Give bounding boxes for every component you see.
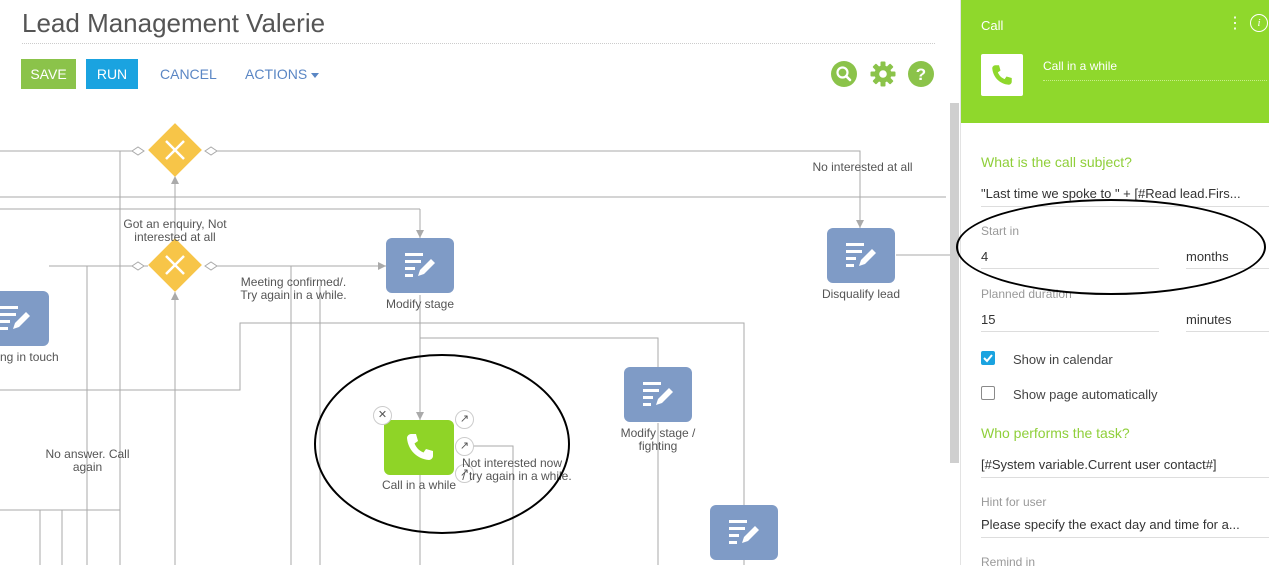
phone-icon [992,65,1012,85]
task-node-call-in-a-while[interactable] [384,420,454,475]
edit-page-icon [405,253,435,277]
field-underline [981,331,1159,332]
gear-icon[interactable] [870,61,896,87]
element-name-underline [1043,80,1267,81]
flow-label-no-interested: No interested at all [812,160,913,174]
show-in-calendar-label: Show in calendar [1013,352,1113,367]
planned-duration-label: Planned duration [981,287,1072,301]
flow-label-try-again-2: / try again in a while. [462,469,572,483]
field-underline [1186,331,1269,332]
field-underline [981,268,1159,269]
show-page-automatically-label: Show page automatically [1013,387,1158,402]
close-icon [165,140,185,160]
diagram-connectors [0,146,960,565]
hint-for-user-label: Hint for user [981,495,1047,509]
help-icon[interactable]: ? [908,61,934,87]
edit-page-icon [0,306,30,330]
cancel-button[interactable]: CANCEL [160,66,217,82]
phone-icon [407,434,433,460]
search-icon[interactable] [831,61,857,87]
task-node-keep-in-touch[interactable] [0,291,49,346]
performer-field[interactable]: [#System variable.Current user contact#] [981,457,1217,472]
close-icon [165,255,185,275]
actions-label: ACTIONS [245,66,308,82]
call-subject-heading: What is the call subject? [981,154,1132,170]
exclusive-gateway-bottom[interactable] [148,238,202,292]
more-options-icon[interactable]: ⋮ [1227,15,1243,32]
task-node-modify-stage-fighting[interactable] [624,367,692,422]
title-divider [22,43,935,44]
field-underline [981,477,1269,478]
run-button[interactable]: RUN [86,59,138,89]
element-type-icon [981,54,1023,96]
panel-title: Call [981,18,1004,33]
checkmark-icon [983,354,993,363]
who-performs-heading: Who performs the task? [981,425,1130,441]
svg-text:?: ? [916,65,926,84]
start-in-field[interactable]: 4 [981,249,989,264]
page-title: Lead Management Valerie [22,8,326,38]
flow-label-meeting-confirmed: Meeting confirmed/. [240,275,347,289]
call-subject-field[interactable]: "Last time we spoke to " + [#Read lead.F… [981,186,1241,201]
edit-page-icon [729,520,759,544]
panel-header: Call ⋮ i Call in a while [961,0,1269,123]
field-underline [981,206,1269,207]
node-label-modify-stage: Modify stage [385,297,455,311]
edit-page-icon [846,243,876,267]
field-underline [981,537,1269,538]
node-label-call-in-a-while: Call in a while [381,478,457,492]
delete-element-icon[interactable]: ✕ [373,406,392,425]
node-label-keep-in-touch: ng in touch [0,350,59,364]
connect-arrow-icon[interactable]: ↗ [455,410,474,429]
hint-for-user-field[interactable]: Please specify the exact day and time fo… [981,517,1240,532]
element-properties-panel: Call ⋮ i Call in a while What is the cal… [960,0,1269,569]
canvas-scrollbar[interactable] [950,103,959,463]
save-button[interactable]: SAVE [21,59,76,89]
info-icon[interactable]: i [1250,14,1268,32]
show-in-calendar-checkbox[interactable] [981,351,995,365]
planned-duration-unit-select[interactable]: minutes [1186,312,1232,327]
connect-arrow-icon[interactable]: ↗ [455,437,474,456]
remind-in-label: Remind in [981,555,1036,569]
chevron-down-icon [311,72,320,78]
exclusive-gateway-top[interactable] [148,123,202,177]
actions-menu-button[interactable]: ACTIONS [233,59,331,89]
start-in-label: Start in [981,224,1020,238]
task-node-modify-stage[interactable] [386,238,454,293]
connect-arrow-icon[interactable]: ↗ [455,464,474,483]
node-label-disqualify-lead: Disqualify lead [821,287,901,301]
planned-duration-field[interactable]: 15 [981,312,996,327]
element-name-field[interactable]: Call in a while [1043,59,1118,73]
flow-label-not-interested-now: Not interested now [461,456,563,470]
node-label-modify-stage-fighting: Modify stage / fighting [620,426,696,453]
flow-label-no-answer: No answer. Call again [45,447,130,474]
task-node-disqualify-lead[interactable] [827,228,895,283]
show-page-automatically-checkbox[interactable] [981,386,995,400]
field-underline [1186,268,1269,269]
start-in-unit-select[interactable]: months [1186,249,1229,264]
edit-page-icon [643,382,673,406]
flow-label-enquiry: Got an enquiry, Not interested at all [123,217,227,244]
task-node-bottom[interactable] [710,505,778,560]
flow-label-try-again: Try again in a while. [240,288,347,302]
